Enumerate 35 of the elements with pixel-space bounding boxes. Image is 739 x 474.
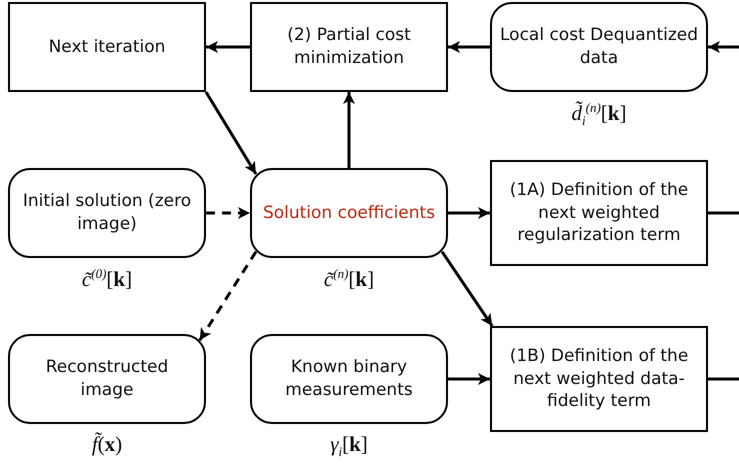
arrow (343, 92, 355, 168)
node-label: Initial solution (zero image) (22, 190, 192, 236)
node-label: (1B) Definition of the next weighted data-fidelity term (508, 344, 690, 414)
arrow (708, 41, 739, 53)
arrow (448, 207, 490, 219)
arrow (204, 91, 258, 175)
process-box (490, 160, 708, 266)
connector-line (708, 212, 739, 214)
node-label: Solution coefficients (262, 202, 436, 224)
process-box (8, 2, 206, 92)
connector-line (708, 378, 739, 380)
node-label: Local cost Dequantized data (500, 24, 698, 70)
arrow (198, 250, 258, 342)
process-box (490, 326, 708, 432)
node-label: (2) Partial cost minimization (286, 24, 412, 70)
math-label: γ$_{i}$[k] (330, 432, 368, 460)
rounded-box (8, 334, 206, 424)
arrow (440, 250, 494, 327)
rounded-box (8, 168, 206, 258)
node-label: Reconstructed image (44, 356, 170, 402)
arrow (448, 41, 490, 53)
rounded-box (490, 2, 708, 92)
arrow (206, 207, 250, 219)
node-label: Known binary measurements (284, 356, 414, 402)
arrow (206, 41, 250, 53)
node-label: Next iteration (48, 36, 166, 58)
rounded-box (250, 168, 448, 258)
math-label: c̃$^{(0)}$[k] (82, 266, 132, 292)
process-box (250, 2, 448, 92)
math-label: c̃$^{(n)}$[k] (324, 266, 374, 292)
math-label: d̃$_{i}$$^{(n)}$[k] (572, 100, 626, 130)
rounded-box (250, 334, 448, 424)
math-label: f̃(x) (92, 432, 122, 457)
arrow (448, 373, 490, 385)
node-label: (1A) Definition of the next weighted regularization term (508, 178, 690, 248)
